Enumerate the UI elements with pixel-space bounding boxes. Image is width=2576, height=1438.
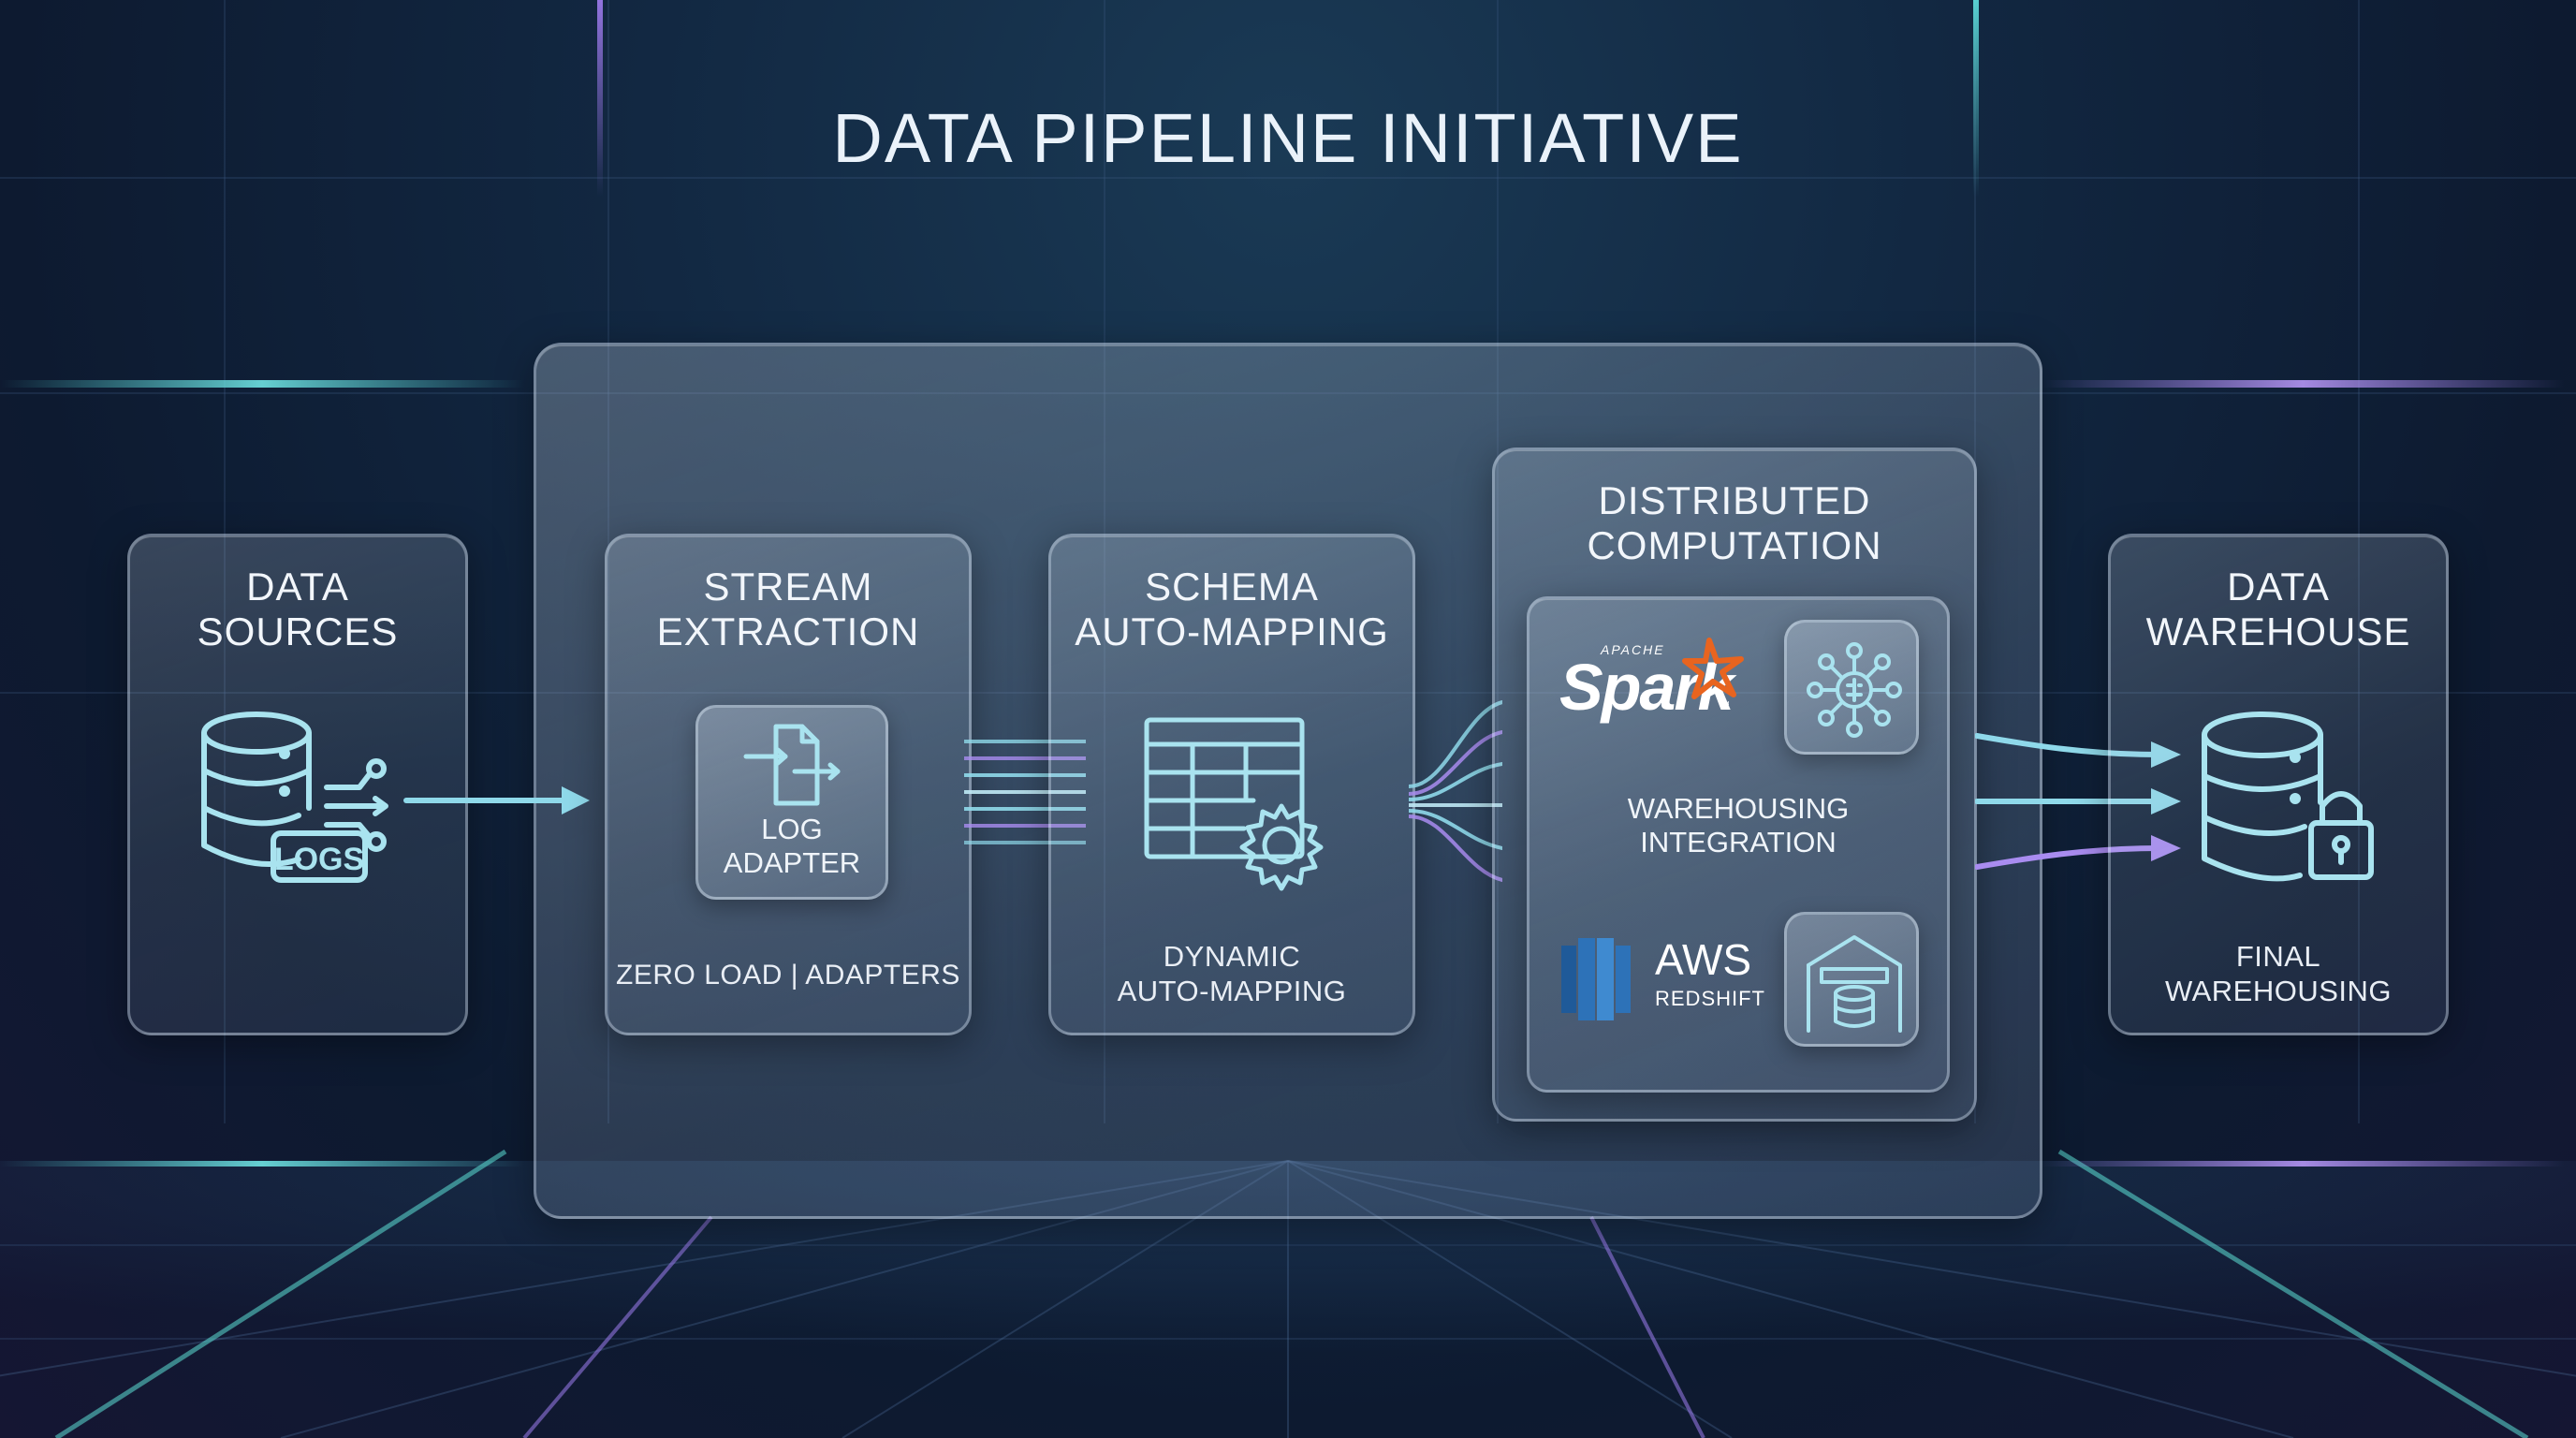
- heading-line-1: DATA: [246, 565, 349, 609]
- spark-tm: ™: [1720, 700, 1730, 711]
- schema-auto-mapping-card[interactable]: SCHEMA AUTO-MAPPING DYNAMIC AUTO-MAPPING: [1048, 534, 1415, 1035]
- heading-line-2: EXTRACTION: [656, 609, 920, 653]
- stream-extraction-card[interactable]: STREAM EXTRACTION LOG ADAPTER ZERO LOAD …: [605, 534, 972, 1035]
- arrows-computation-to-warehouse: [1975, 733, 2181, 870]
- data-warehouse-footer: FINAL WAREHOUSING: [2111, 939, 2446, 1008]
- footer-line-2: AUTO-MAPPING: [1117, 975, 1347, 1007]
- heading-line-1: DATA: [2227, 565, 2330, 609]
- arrow-sources-to-extraction: [403, 786, 590, 814]
- pipeline-container-panel: [534, 343, 2042, 1219]
- stream-extraction-footer: ZERO LOAD | ADAPTERS: [616, 960, 960, 990]
- label-line-2: INTEGRATION: [1640, 826, 1837, 858]
- heading-line-1: SCHEMA: [1145, 565, 1319, 609]
- stream-extraction-heading: STREAM EXTRACTION: [607, 565, 969, 654]
- secure-database-icon: [2202, 712, 2374, 882]
- warehouse-storage-icon: [1807, 935, 1902, 1033]
- heading-line-2: COMPUTATION: [1587, 523, 1882, 567]
- footer-line-1: FINAL: [2235, 940, 2321, 973]
- data-flow-streams-2: [1409, 700, 1502, 882]
- redshift-logo-icon: [1561, 938, 1631, 1020]
- redshift-label: REDSHIFT: [1655, 987, 1765, 1010]
- warehousing-integration-label: WAREHOUSING INTEGRATION: [1530, 792, 1947, 859]
- spark-apache-label: APACHE: [1601, 642, 1665, 657]
- logs-badge-label: LOGS: [273, 842, 365, 877]
- warehouse-storage-tile[interactable]: [1784, 912, 1919, 1047]
- cluster-node-tile[interactable]: [1784, 620, 1919, 755]
- footer-line-2: WAREHOUSING: [2164, 975, 2393, 1007]
- heading-line-1: DISTRIBUTED: [1598, 478, 1871, 522]
- file-transfer-icon: [743, 724, 841, 806]
- label-line-1: LOG: [761, 813, 823, 845]
- spark-logo-icon: APACHE Spark ™: [1559, 637, 1756, 740]
- schema-mapping-heading: SCHEMA AUTO-MAPPING: [1051, 565, 1412, 654]
- data-sources-heading: DATA SOURCES: [130, 565, 465, 654]
- spark-star-icon: [1682, 638, 1744, 699]
- heading-line-2: SOURCES: [197, 609, 399, 653]
- data-warehouse-card[interactable]: DATA WAREHOUSE FINAL WAREHOUSING: [2108, 534, 2449, 1035]
- distributed-computation-card[interactable]: DISTRIBUTED COMPUTATION APACHE Spark ™: [1492, 448, 1977, 1122]
- heading-line-2: AUTO-MAPPING: [1075, 609, 1389, 653]
- cluster-network-icon: [1807, 642, 1902, 738]
- computation-inner-panel: APACHE Spark ™: [1527, 596, 1950, 1093]
- aws-wordmark: AWS: [1655, 935, 1752, 984]
- data-warehouse-heading: DATA WAREHOUSE: [2111, 565, 2446, 654]
- label-line-2: ADAPTER: [723, 846, 861, 879]
- table-gear-icon: [1144, 717, 1324, 891]
- label-line-1: WAREHOUSING: [1627, 792, 1850, 825]
- log-adapter-tile[interactable]: LOG ADAPTER: [695, 705, 888, 900]
- distributed-computation-heading: DISTRIBUTED COMPUTATION: [1495, 478, 1974, 568]
- heading-line-1: STREAM: [703, 565, 873, 609]
- data-sources-card[interactable]: DATA SOURCES LOGS: [127, 534, 468, 1035]
- page-title: DATA PIPELINE INITIATIVE: [832, 99, 1744, 177]
- log-adapter-label: LOG ADAPTER: [698, 813, 886, 880]
- heading-line-2: WAREHOUSE: [2145, 609, 2411, 653]
- schema-mapping-footer: DYNAMIC AUTO-MAPPING: [1051, 939, 1412, 1008]
- database-network-icon: [201, 712, 388, 883]
- footer-line-1: DYNAMIC: [1163, 940, 1301, 973]
- data-flow-streams-1: [964, 740, 1086, 844]
